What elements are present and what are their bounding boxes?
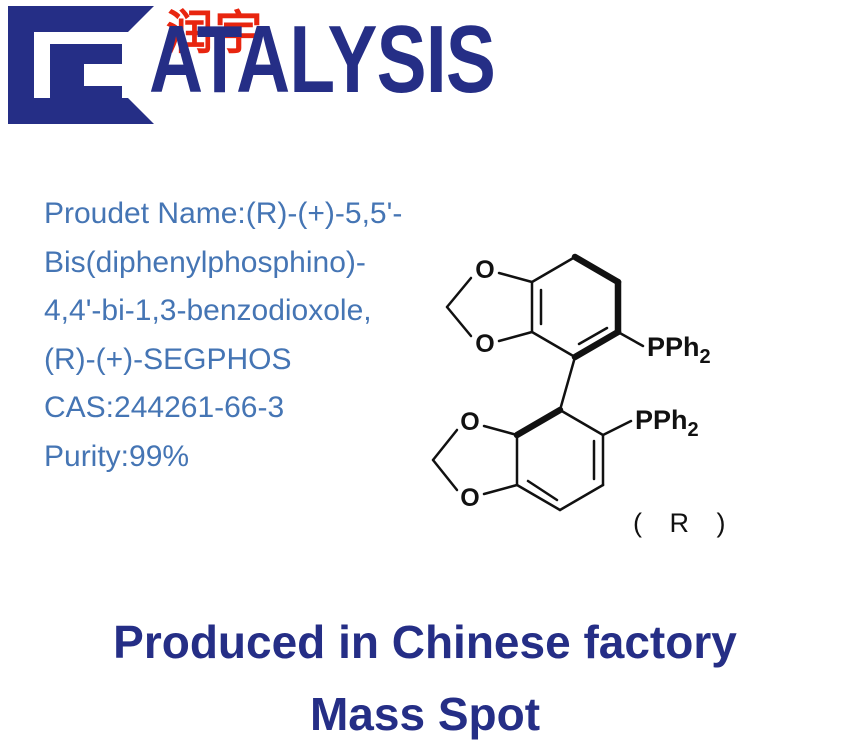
stereo-descriptor-label: ( R ): [633, 508, 735, 538]
oxygen-atom-label: O: [475, 330, 494, 358]
logo-brand-text: ATALYSIS: [149, 6, 496, 113]
logo-chinese-text: 润宇: [166, 6, 264, 59]
chemical-structure-diagram: O O O O PPh2 PPh2 ( R ): [431, 253, 735, 538]
footer-line-2: Mass Spot: [309, 688, 541, 740]
atom-labels: O O O O: [460, 256, 494, 512]
oxygen-atom-label: O: [460, 408, 479, 436]
dioxole-ring-top: [445, 271, 534, 343]
dioxole-ring-bottom: [431, 424, 519, 496]
logo-c-icon: [8, 6, 154, 124]
biaryl-bond: [558, 355, 577, 412]
diphenylphosphino-label-top: PPh2: [647, 332, 711, 368]
product-line-name-2: Bis(diphenylphosphino)-: [44, 245, 366, 279]
bond-lines: [431, 253, 645, 512]
benzene-ring-top: [530, 253, 622, 361]
product-line-name-1: Proudet Name:(R)-(+)-5,5'-: [44, 197, 403, 230]
benzene-ring-bottom: [513, 406, 605, 512]
product-line-name-3: 4,4'-bi-1,3-benzodioxole,: [44, 294, 372, 327]
bond-to-pph2-bottom: [601, 419, 633, 437]
product-line-synonym: (R)-(+)-SEGPHOS: [44, 342, 292, 376]
diphenylphosphino-label-bottom: PPh2: [635, 405, 699, 441]
logo-c-inner-shape: [50, 44, 122, 106]
oxygen-atom-label: O: [475, 256, 494, 284]
brand-logo: 润宇 ATALYSIS: [0, 0, 560, 140]
product-line-cas: CAS:244261-66-3: [44, 391, 285, 424]
product-info: Proudet Name:(R)-(+)-5,5'- Bis(diphenylp…: [44, 190, 474, 481]
bond-to-pph2-top: [616, 330, 645, 348]
footer-line-1: Produced in Chinese factory: [113, 616, 737, 668]
product-line-purity: Purity:99%: [44, 439, 190, 473]
footer-text: Produced in Chinese factory Mass Spot: [0, 606, 850, 750]
oxygen-atom-label: O: [460, 484, 479, 512]
